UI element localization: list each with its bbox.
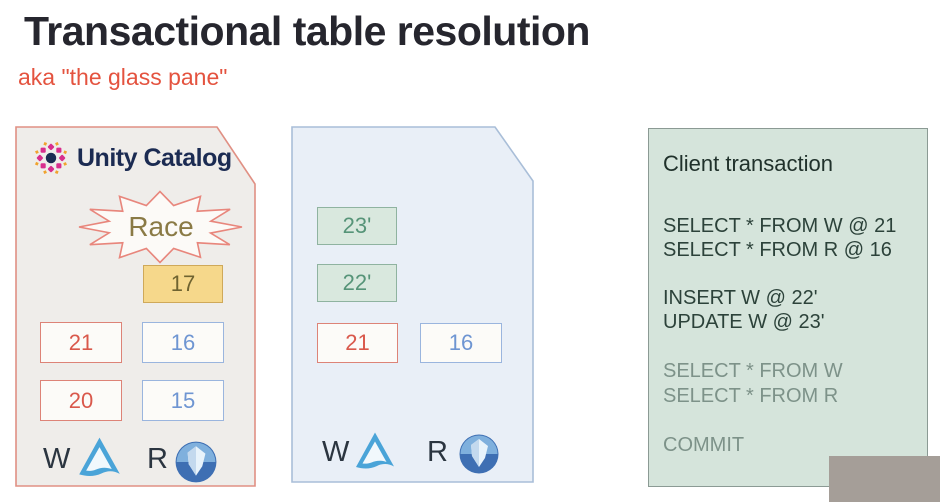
- uc-w-version-box: 20: [40, 380, 122, 421]
- snap-read-label: R: [427, 436, 448, 468]
- unity-catalog-logo: Unity Catalog: [32, 139, 232, 177]
- client-transaction-header: Client transaction: [663, 151, 833, 176]
- unity-catalog-label: Unity Catalog: [77, 143, 232, 172]
- uc-r-version-box: 15: [142, 380, 224, 421]
- race-burst: Race: [77, 189, 245, 267]
- uc-pending-version-box: 17: [143, 265, 223, 303]
- snap-w-version-box: 21: [317, 323, 398, 363]
- snap-r-version-box: 16: [420, 323, 502, 363]
- starburst-icon: [78, 190, 243, 264]
- uc-write-label: W: [43, 443, 71, 475]
- video-overlay-block: [829, 456, 940, 502]
- snap-write-label: W: [322, 436, 350, 468]
- sql-line: INSERT W @ 22': [663, 287, 818, 309]
- sql-line: UPDATE W @ 23': [663, 311, 825, 333]
- uc-r-version-box: 16: [142, 322, 224, 363]
- delta-lake-icon: [356, 432, 394, 469]
- uc-read-label: R: [147, 443, 168, 475]
- sql-line-muted: SELECT * FROM R: [663, 385, 839, 407]
- page-subtitle: aka "the glass pane": [18, 64, 228, 90]
- sql-line: SELECT * FROM W @ 21: [663, 215, 897, 237]
- delta-lake-icon: [79, 437, 120, 477]
- iceberg-icon: [459, 434, 499, 474]
- unity-catalog-icon: [34, 141, 68, 175]
- sql-line-muted: SELECT * FROM W: [663, 360, 843, 382]
- staged-version-box: 22': [317, 264, 397, 302]
- iceberg-icon: [175, 441, 217, 483]
- sql-line: SELECT * FROM R @ 16: [663, 239, 892, 261]
- client-transaction-panel: Client transaction SELECT * FROM W @ 21 …: [648, 128, 928, 487]
- sql-line-muted: COMMIT: [663, 434, 745, 456]
- page-title: Transactional table resolution: [24, 8, 590, 54]
- snapshot-panel: 23' 22' 21 16 W R: [291, 126, 535, 483]
- staged-version-box: 23': [317, 207, 397, 245]
- race-label: Race: [128, 211, 194, 242]
- unity-catalog-panel: Unity Catalog Race 17 21 16 20 15 W R: [15, 126, 257, 487]
- uc-w-version-box: 21: [40, 322, 122, 363]
